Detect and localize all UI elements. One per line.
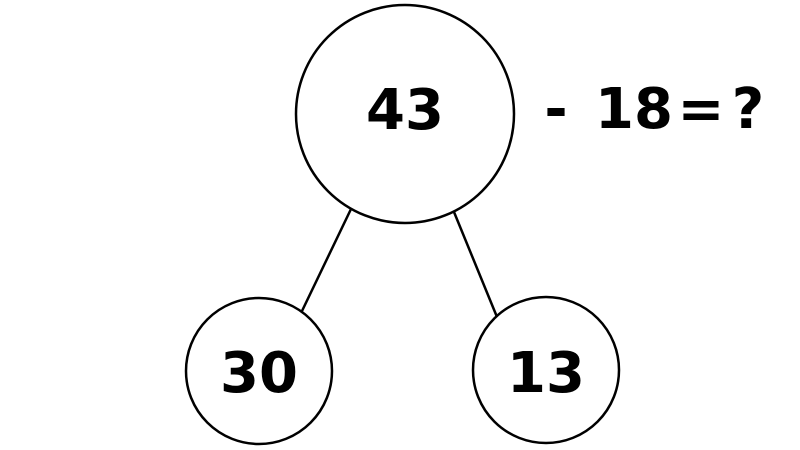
equation: - 18 = ? bbox=[544, 77, 764, 142]
equation-operator: - bbox=[544, 77, 567, 142]
top-node-circle bbox=[294, 3, 516, 225]
connector-line-left bbox=[300, 207, 353, 313]
connector-line-right bbox=[452, 210, 499, 319]
right-node: 13 bbox=[471, 295, 621, 445]
equation-unknown: ? bbox=[732, 77, 764, 142]
left-node-circle bbox=[184, 296, 334, 446]
top-node-value: 43 bbox=[366, 78, 444, 143]
equation-operand: 18 bbox=[595, 77, 673, 142]
left-node-value: 30 bbox=[220, 341, 298, 406]
equation-equals: = bbox=[678, 77, 725, 142]
right-node-circle bbox=[471, 295, 621, 445]
left-node: 30 bbox=[184, 296, 334, 446]
right-node-value: 13 bbox=[507, 341, 585, 406]
top-node: 43 bbox=[294, 3, 516, 225]
